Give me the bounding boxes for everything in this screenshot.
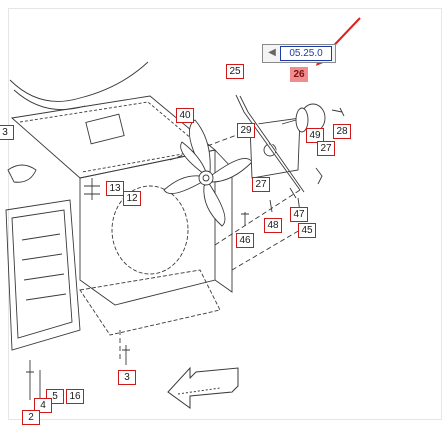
bolt-left	[26, 360, 34, 400]
clip-icon-2	[289, 187, 297, 199]
callout-27[interactable]: 27	[317, 141, 335, 156]
callout-29[interactable]: 29	[237, 123, 255, 138]
callout-26-selected[interactable]: 26	[290, 67, 308, 82]
fan-icon	[163, 119, 253, 227]
left-arrow-icon[interactable]: ◀	[268, 47, 276, 58]
shroud-right	[214, 149, 233, 293]
assembly-line-a	[169, 129, 251, 161]
screw-icon	[331, 107, 345, 117]
filter-grid	[21, 233, 67, 301]
callout-3[interactable]: 3	[118, 370, 136, 385]
callout-49[interactable]: 49	[306, 128, 324, 143]
housing-curve	[9, 61, 149, 102]
callout-left-edge[interactable]: 3	[0, 125, 14, 140]
callout-45[interactable]: 45	[298, 223, 316, 238]
reference-code-box[interactable]: ◀ 05.25.0	[262, 44, 336, 63]
bottom-tray	[79, 269, 221, 336]
callout-16[interactable]: 16	[66, 389, 84, 404]
callout-27-lower[interactable]: 27	[252, 177, 270, 192]
small-left-parts	[7, 164, 37, 183]
reference-code[interactable]: 05.25.0	[280, 46, 332, 61]
clip-icon	[315, 167, 323, 185]
bolt-3	[122, 345, 130, 365]
bolt-icon	[241, 212, 249, 226]
access-panel	[85, 113, 125, 145]
callout-48[interactable]: 48	[264, 218, 282, 233]
callout-4[interactable]: 4	[34, 398, 52, 413]
callout-28[interactable]: 28	[333, 124, 351, 139]
callout-13[interactable]: 13	[106, 181, 124, 196]
shroud-front	[79, 149, 216, 306]
frame-top-plate-inner	[19, 101, 207, 173]
motor-shaft	[281, 119, 297, 125]
bolt-icon-2	[269, 199, 273, 213]
hardware-set	[84, 178, 100, 200]
side-panel	[5, 199, 81, 351]
callout-47[interactable]: 47	[290, 207, 308, 222]
callout-12[interactable]: 12	[123, 191, 141, 206]
callout-40[interactable]: 40	[176, 108, 194, 123]
callout-25[interactable]: 25	[226, 64, 244, 79]
callout-2[interactable]: 2	[22, 410, 40, 425]
bracket-rod-2	[239, 95, 305, 193]
navigation-arrow-icon	[167, 366, 239, 409]
side-panel-inner	[11, 209, 73, 339]
assembly-line-d	[231, 229, 301, 271]
assembly-line-b	[214, 189, 301, 246]
callout-46[interactable]: 46	[236, 233, 254, 248]
fan-opening	[111, 185, 189, 275]
bracket-rod	[235, 94, 301, 191]
